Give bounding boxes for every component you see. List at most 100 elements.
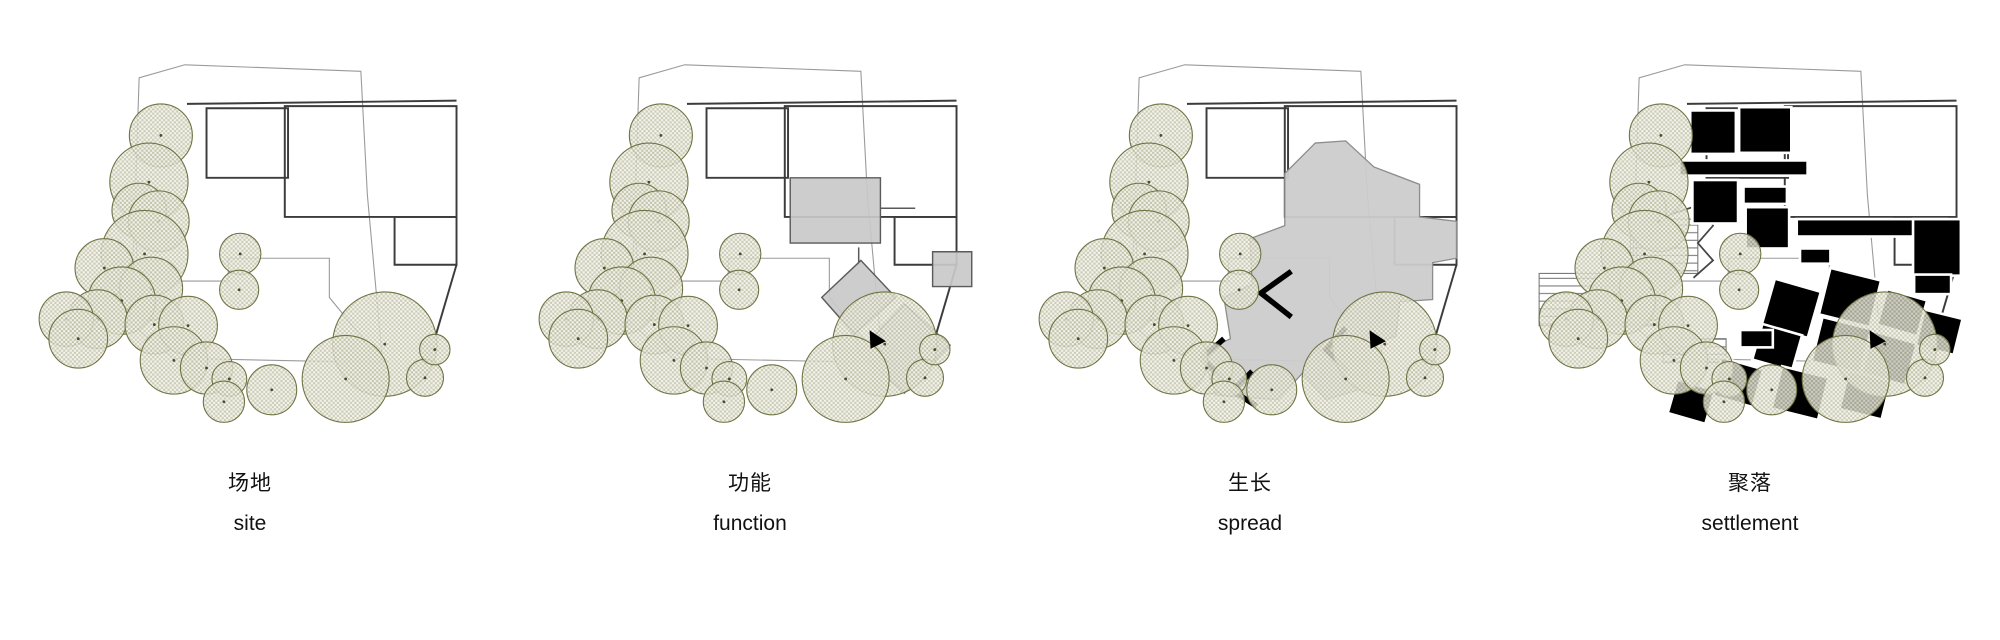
building-site-edge-top: [1686, 99, 1957, 105]
tree-trunk-dot: [1722, 400, 1726, 404]
panel-figure-function: [500, 0, 1000, 460]
tree-trunk-dot: [1172, 359, 1176, 362]
plan-drawing-spread: [1038, 64, 1458, 423]
tree-trunk-dot: [722, 400, 726, 404]
tree-trunk-dot: [1738, 252, 1742, 256]
building-site-edge-east: [1433, 264, 1458, 339]
tree-trunk-dot: [1237, 288, 1241, 292]
tree-trunk-dot: [1152, 323, 1156, 326]
tree-trunk-dot: [227, 377, 231, 381]
panel-caption-settlement: 聚落 settlement: [1500, 468, 2000, 540]
tree-canopy-group: [1038, 103, 1451, 423]
tree-trunk-dot: [1727, 377, 1731, 381]
panel-caption-spread: 生长 spread: [1000, 468, 1500, 540]
tree-trunk-dot: [1076, 337, 1080, 341]
tree-trunk-dot: [923, 376, 927, 380]
existing-buildings-group: [186, 99, 458, 339]
tree-trunk-dot: [737, 288, 741, 292]
settlement-unit-09: [1912, 273, 1953, 296]
panel-settlement: 聚落 settlement: [1500, 0, 2000, 640]
building-east-annex-block: [393, 215, 458, 266]
tree-trunk-dot: [1147, 180, 1151, 184]
tree-trunk-dot: [705, 366, 708, 370]
panel-figure-settlement: [1500, 0, 2000, 460]
tree-trunk-dot: [933, 348, 937, 351]
tree-trunk-dot: [1602, 266, 1606, 270]
caption-english-spread: spread: [1217, 512, 1283, 535]
building-site-edge-east: [433, 264, 458, 339]
tree-trunk-dot: [152, 323, 156, 326]
tree-trunk-dot: [222, 400, 226, 404]
tree-trunk-dot: [1770, 388, 1774, 392]
tree-trunk-dot: [1737, 288, 1741, 292]
panel-spread: 生长 spread: [1000, 0, 1500, 640]
tree-trunk-dot: [270, 388, 274, 392]
tree-trunk-dot: [1933, 348, 1937, 351]
north-arrow-icon: [1869, 330, 1886, 349]
tree-trunk-dot: [643, 252, 646, 256]
settlement-unit-22: [1798, 247, 1832, 265]
tree-trunk-dot: [186, 324, 190, 328]
tree-trunk-dot: [1102, 266, 1106, 270]
tree-trunk-dot: [686, 324, 690, 328]
tree-trunk-dot: [423, 376, 427, 380]
tree-trunk-dot: [1643, 252, 1646, 256]
tree-trunk-dot: [1205, 366, 1208, 370]
tree-trunk-dot: [647, 180, 651, 184]
tree-trunk-dot: [1222, 400, 1226, 404]
tree-trunk-dot: [1923, 376, 1927, 380]
caption-chinese-function: 功能: [728, 471, 772, 495]
settlement-unit-05: [1742, 185, 1789, 206]
caption-chinese-site: 场地: [228, 471, 272, 495]
tree-trunk-dot: [1672, 359, 1676, 362]
panel-figure-site: [0, 0, 500, 460]
tree-trunk-dot: [1270, 388, 1274, 392]
plan-drawing-function: [538, 64, 973, 423]
tree-trunk-dot: [76, 337, 80, 341]
tree-trunk-dot: [770, 388, 774, 392]
tree-trunk-dot: [738, 252, 742, 256]
tree-trunk-dot: [147, 180, 151, 184]
plan-drawing-settlement: [1538, 64, 1965, 426]
plan-root-spread: [1038, 64, 1458, 423]
tree-trunk-dot: [433, 348, 437, 351]
settlement-unit-04: [1691, 178, 1740, 225]
plan-root-site: [38, 64, 458, 423]
tree-trunk-dot: [1844, 377, 1848, 381]
tree-trunk-dot: [727, 377, 731, 381]
north-arrow-icon: [1369, 330, 1386, 349]
caption-chinese-spread: 生长: [1228, 471, 1272, 495]
tree-trunk-dot: [1186, 324, 1190, 328]
tree-trunk-dot: [1647, 180, 1651, 184]
caption-english-settlement: settlement: [1701, 512, 1799, 535]
tree-trunk-dot: [844, 377, 848, 381]
building-site-edge-top: [686, 99, 957, 105]
tree-trunk-dot: [1883, 342, 1887, 346]
tree-trunk-dot: [576, 337, 580, 341]
tree-trunk-dot: [659, 134, 663, 137]
caption-chinese-settlement: 聚落: [1728, 471, 1772, 495]
tree-trunk-dot: [1433, 348, 1437, 351]
settlement-unit-21: [1738, 328, 1775, 349]
tree-trunk-dot: [172, 359, 176, 362]
settlement-unit-08: [1911, 217, 1963, 277]
tree-trunk-dot: [883, 342, 887, 346]
tree-canopy-group: [1538, 103, 1951, 423]
settlement-unit-01: [1688, 109, 1738, 156]
tree-canopy-group: [538, 103, 951, 423]
tree-trunk-dot: [1423, 376, 1427, 380]
tree-canopy-group: [38, 103, 451, 423]
north-arrow-icon: [869, 330, 886, 349]
spread-accent-wall: [1256, 269, 1293, 320]
building-site-edge-top: [186, 99, 457, 105]
building-north-large-block: [1783, 105, 1958, 218]
tree-trunk-dot: [383, 342, 387, 346]
tree-trunk-dot: [672, 359, 676, 362]
tree-trunk-dot: [1344, 377, 1348, 381]
building-north-large-block: [283, 105, 458, 218]
tree-trunk-dot: [602, 266, 606, 270]
building-north-small-block: [1205, 107, 1290, 179]
